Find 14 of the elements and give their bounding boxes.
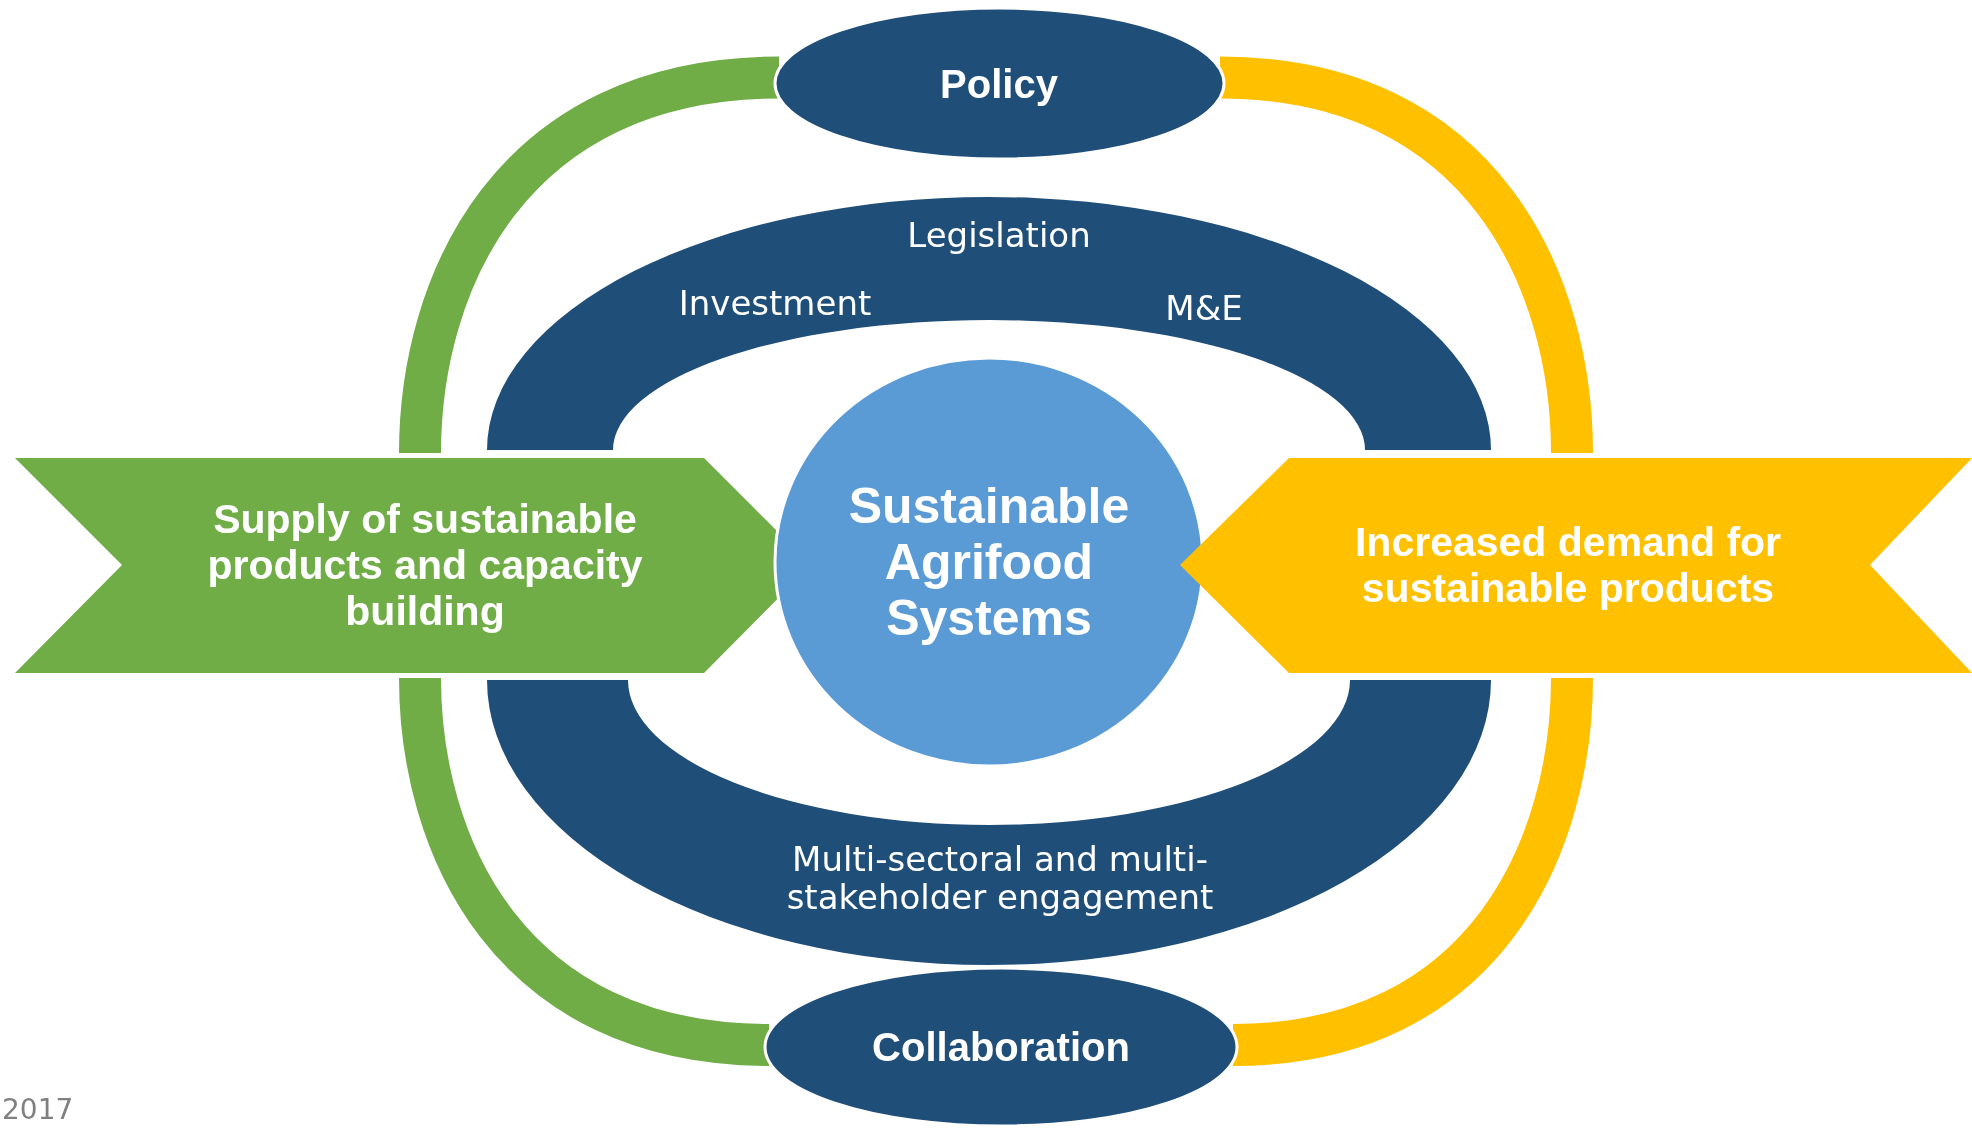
shape-label: Supply of sustainable products and capacity building — [206, 497, 644, 635]
arc-connector — [1231, 677, 1593, 1066]
band-label: M&E — [1164, 288, 1244, 328]
band-label: Multi-sectoral and multi-stakeholder engagement — [785, 839, 1215, 917]
year-note: 2017 — [2, 1093, 74, 1126]
arc-connector — [399, 677, 771, 1066]
shape-label: Increased demand for sustainable products — [1353, 520, 1783, 612]
arc-connector — [399, 56, 781, 454]
arc-connector — [1218, 56, 1593, 454]
shape-label: Collaboration — [871, 1024, 1131, 1070]
band-label: Investment — [677, 283, 873, 323]
band-label: Legislation — [906, 215, 1092, 255]
shape-label: Policy — [939, 61, 1059, 107]
shape-label: Sustainable Agrifood Systems — [847, 478, 1131, 646]
